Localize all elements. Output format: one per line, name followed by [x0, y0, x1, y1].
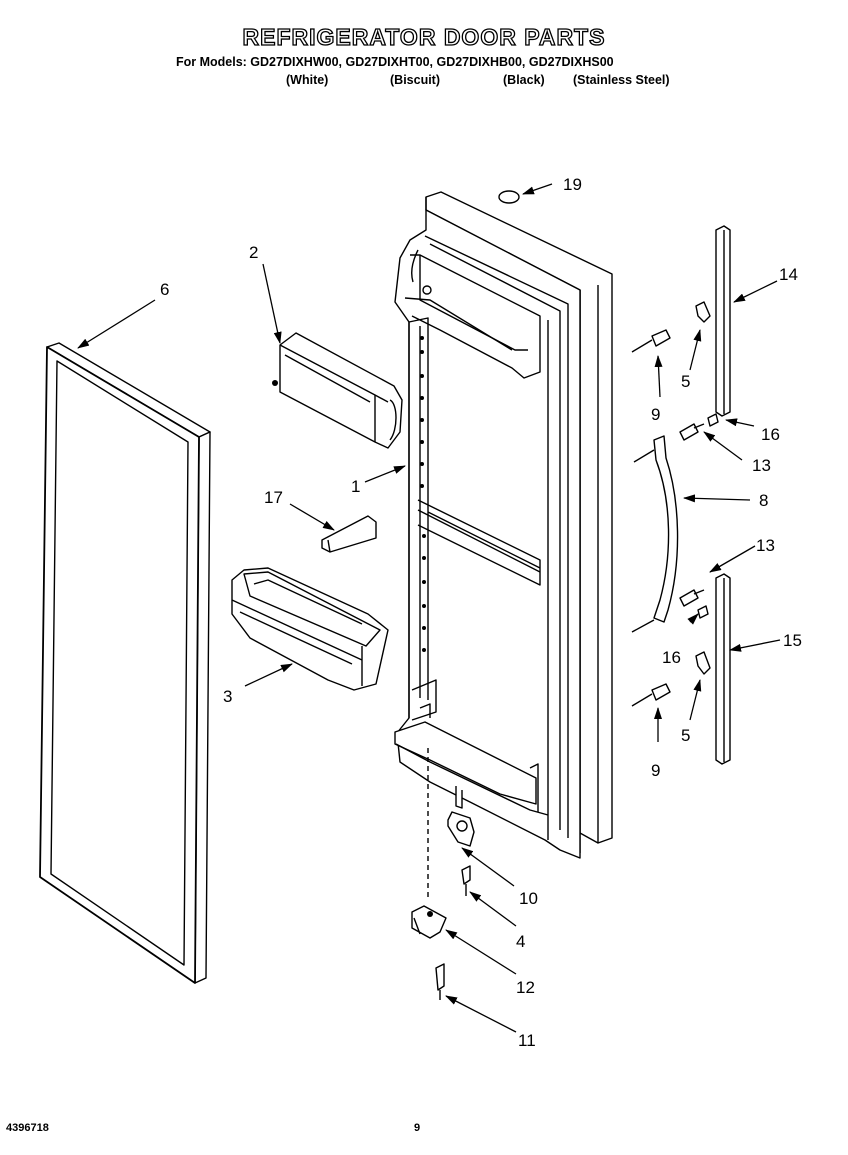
callout-19: 19 [563, 175, 582, 194]
trim-clip-upper [695, 301, 711, 323]
dairy-door [272, 332, 403, 449]
callout-6: 6 [160, 280, 169, 299]
door-plug [498, 190, 520, 204]
spacer-lower [697, 605, 709, 619]
page-title: REFRIGERATOR DOOR PARTS [242, 23, 606, 50]
callout-4: 4 [516, 932, 525, 951]
trim-clip-lower [695, 651, 711, 675]
door-bin [231, 567, 389, 691]
callout-17: 17 [264, 488, 283, 507]
callout-5-upper: 5 [681, 372, 690, 391]
callout-14: 14 [779, 265, 798, 284]
spacer-upper [707, 413, 719, 427]
callout-16-upper: 16 [761, 425, 780, 444]
color-black: (Black) [503, 73, 545, 87]
callout-15: 15 [783, 631, 802, 650]
door-handle [631, 435, 679, 633]
callout-2: 2 [249, 243, 258, 262]
callout-13-lower: 13 [756, 536, 775, 555]
callout-1: 1 [351, 477, 360, 496]
callout-16-lower: 16 [662, 648, 681, 667]
handle-trim-upper [715, 225, 731, 417]
liner-shelf-holes [420, 336, 426, 652]
screw-lower [631, 683, 671, 707]
color-biscuit: (Biscuit) [390, 73, 440, 87]
hinge-bolt [435, 963, 445, 1000]
callout-3: 3 [223, 687, 232, 706]
hinge-screw [461, 865, 471, 896]
model-list: For Models: GD27DIXHW00, GD27DIXHT00, GD… [176, 55, 614, 69]
hinge-bracket [411, 905, 447, 939]
screw-upper [631, 329, 671, 353]
callout-5-lower: 5 [681, 726, 690, 745]
color-stainless: (Stainless Steel) [573, 73, 670, 87]
handle-screw-lower [679, 589, 705, 607]
document-number: 4396718 [6, 1122, 49, 1134]
callout-10: 10 [519, 889, 538, 908]
callout-11: 11 [518, 1031, 536, 1050]
dairy-door-stop [321, 515, 377, 553]
handle-trim-lower [715, 573, 731, 765]
door-liner [394, 191, 613, 859]
callout-12: 12 [516, 978, 535, 997]
door-gasket [39, 342, 211, 984]
handle-screw-upper [679, 423, 705, 441]
hinge-pin [447, 786, 475, 847]
callout-9-upper: 9 [651, 405, 660, 424]
callout-9-lower: 9 [651, 761, 660, 780]
color-white: (White) [286, 73, 329, 87]
callout-8: 8 [759, 491, 768, 510]
page-number: 9 [414, 1122, 421, 1134]
callout-13-upper: 13 [752, 456, 771, 475]
